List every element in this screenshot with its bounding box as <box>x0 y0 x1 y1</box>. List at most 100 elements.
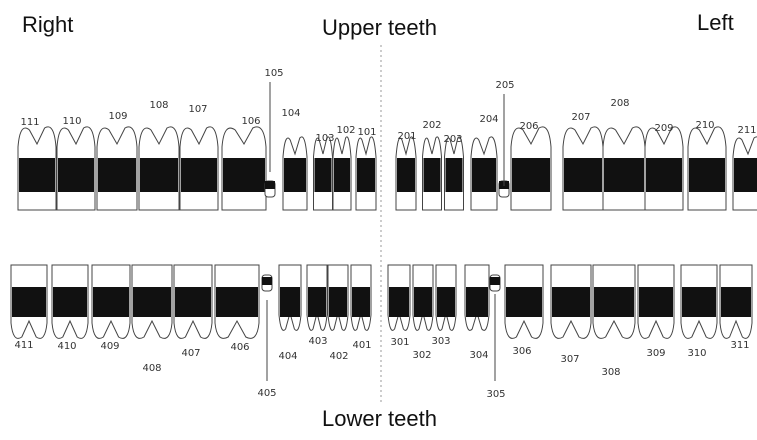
tooth-crown-shade <box>280 287 300 317</box>
tooth-number-label: 202 <box>422 120 441 131</box>
tooth-crown-shade <box>604 158 644 192</box>
tooth-number-label: 103 <box>315 133 334 144</box>
tooth-304: 304 <box>464 264 490 361</box>
tooth-number-label: 204 <box>479 114 498 125</box>
tooth-number-label: 110 <box>62 116 81 127</box>
tooth-111: 111 <box>17 117 57 211</box>
tooth-crown-shade <box>93 287 129 317</box>
tooth-number-label: 102 <box>336 125 355 136</box>
tooth-number-label: 211 <box>737 125 756 136</box>
tooth-crown-shade <box>19 158 55 192</box>
tooth-302: 302 <box>412 264 434 361</box>
tooth-number-label: 407 <box>181 348 200 359</box>
tooth-106: 106 <box>221 116 267 211</box>
tooth-108: 108 <box>138 100 180 211</box>
tooth-crown-shade <box>133 287 171 317</box>
tooth-number-label: 303 <box>431 336 450 347</box>
tooth-crown-shade <box>721 287 751 317</box>
tooth-306: 306 <box>504 264 544 357</box>
tooth-203: 203 <box>443 134 464 211</box>
tooth-409: 409 <box>91 264 131 352</box>
tooth-crown-shade <box>357 158 375 192</box>
tooth-crown-shade <box>352 287 370 317</box>
tooth-110: 110 <box>56 116 96 211</box>
tooth-405: 405 <box>257 274 277 399</box>
primary-tooth-crown <box>265 181 275 189</box>
tooth-number-label: 304 <box>469 350 488 361</box>
tooth-number-label: 305 <box>486 389 505 400</box>
tooth-crown-shade <box>682 287 716 317</box>
tooth-411: 411 <box>10 264 48 351</box>
tooth-crown-shade <box>639 287 673 317</box>
tooth-number-label: 201 <box>397 131 416 142</box>
tooth-number-label: 206 <box>519 121 538 132</box>
tooth-402: 402 <box>327 264 349 362</box>
tooth-309: 309 <box>637 264 675 359</box>
upper-teeth-title: Upper teeth <box>322 15 437 40</box>
tooth-crown-shade <box>689 158 725 192</box>
left-side-label: Left <box>697 10 734 35</box>
tooth-number-label: 405 <box>257 388 276 399</box>
tooth-104: 104 <box>281 108 308 211</box>
tooth-crown-shade <box>472 158 496 192</box>
tooth-404: 404 <box>278 264 302 362</box>
tooth-number-label: 208 <box>610 98 629 109</box>
tooth-crown-shade <box>414 287 432 317</box>
tooth-310: 310 <box>680 264 718 359</box>
tooth-207: 207 <box>562 112 604 211</box>
tooth-crown-shade <box>314 158 332 192</box>
tooth-number-label: 107 <box>188 104 207 115</box>
tooth-101: 101 <box>355 127 377 211</box>
tooth-307: 307 <box>550 264 592 365</box>
tooth-number-label: 309 <box>646 348 665 359</box>
tooth-crown-shade <box>552 287 590 317</box>
tooth-number-label: 403 <box>308 336 327 347</box>
tooth-crown-shade <box>181 158 217 192</box>
tooth-210: 210 <box>687 120 727 211</box>
primary-tooth-crown <box>490 277 500 285</box>
tooth-crown-shade <box>12 287 46 317</box>
tooth-107: 107 <box>179 104 219 211</box>
tooth-crown-shade <box>98 158 136 192</box>
tooth-crown-shade <box>506 287 542 317</box>
tooth-number-label: 109 <box>108 111 127 122</box>
tooth-number-label: 406 <box>230 342 249 353</box>
tooth-crown-shade <box>646 158 682 192</box>
primary-tooth-crown <box>262 277 272 285</box>
tooth-202: 202 <box>422 120 442 211</box>
tooth-311: 311 <box>719 264 753 351</box>
tooth-407: 407 <box>173 264 213 359</box>
tooth-205: 205 <box>495 80 515 198</box>
tooth-crown-shade <box>734 158 757 192</box>
tooth-number-label: 408 <box>142 363 161 374</box>
tooth-crown-shade <box>423 158 441 192</box>
tooth-number-label: 203 <box>443 134 462 145</box>
tooth-crown-shade <box>284 158 306 192</box>
tooth-403: 403 <box>306 264 328 347</box>
tooth-crown-shade <box>140 158 178 192</box>
tooth-406: 406 <box>214 264 260 353</box>
tooth-410: 410 <box>51 264 89 352</box>
tooth-301: 301 <box>387 264 411 348</box>
tooth-number-label: 311 <box>730 340 749 351</box>
tooth-number-label: 404 <box>278 351 297 362</box>
tooth-408: 408 <box>131 264 173 374</box>
tooth-number-label: 104 <box>281 108 300 119</box>
tooth-number-label: 205 <box>495 80 514 91</box>
tooth-209: 209 <box>644 123 684 211</box>
tooth-crown-shade <box>308 287 326 317</box>
tooth-308: 308 <box>592 264 636 378</box>
tooth-208: 208 <box>602 98 646 211</box>
tooth-number-label: 207 <box>571 112 590 123</box>
tooth-crown-shade <box>512 158 550 192</box>
tooth-number-label: 301 <box>390 337 409 348</box>
tooth-number-label: 307 <box>560 354 579 365</box>
tooth-number-label: 302 <box>412 350 431 361</box>
tooth-crown-shade <box>334 158 350 192</box>
tooth-109: 109 <box>96 111 138 211</box>
lower-teeth-title: Lower teeth <box>322 406 437 431</box>
tooth-number-label: 306 <box>512 346 531 357</box>
tooth-204: 204 <box>470 114 499 211</box>
